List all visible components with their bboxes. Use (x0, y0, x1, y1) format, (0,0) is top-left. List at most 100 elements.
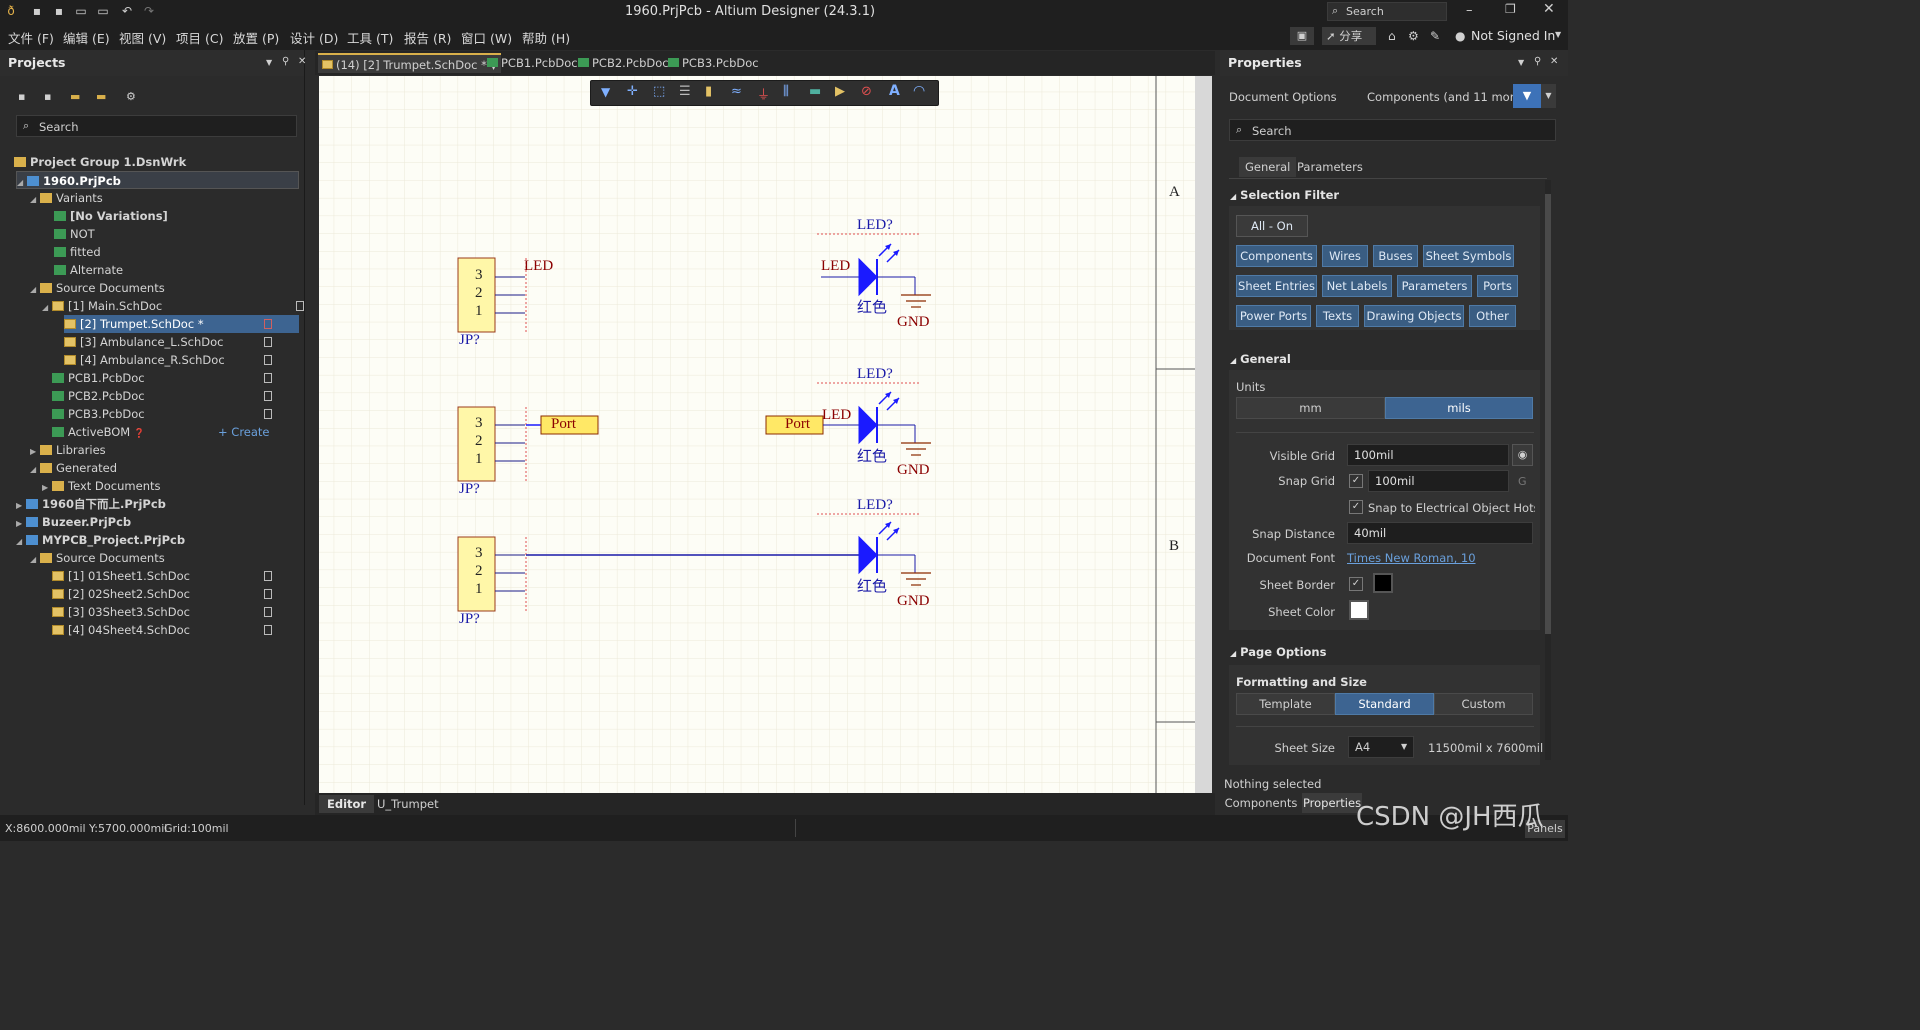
tab-editor[interactable]: Editor (319, 795, 375, 813)
account-label[interactable]: Not Signed In (1471, 28, 1556, 43)
designator[interactable]: JP? (459, 332, 480, 348)
filter-sheet-entries[interactable]: Sheet Entries (1236, 275, 1317, 297)
designator[interactable]: JP? (459, 481, 480, 497)
canvas-scrollbar[interactable] (1212, 76, 1218, 793)
tree-item[interactable]: ◢1960.PrjPcb (16, 171, 299, 189)
panel-menu-chevron-icon[interactable]: ▼ (266, 58, 273, 67)
save-project-icon[interactable]: ▪ (18, 90, 26, 103)
snap-electrical-checkbox[interactable]: ✓ (1349, 500, 1363, 514)
all-on-toggle[interactable]: All - On (1236, 215, 1308, 237)
project-options-icon[interactable]: ▪ (44, 90, 52, 103)
save-all-icon[interactable]: ▪ (54, 4, 64, 18)
undo-icon[interactable]: ↶ (121, 4, 133, 18)
tree-item[interactable]: ◢Generated (30, 459, 330, 477)
properties-close-icon[interactable]: ✕ (1550, 56, 1559, 67)
menu-reports[interactable]: 报告 (R) (404, 31, 452, 46)
menu-place[interactable]: 放置 (P) (233, 31, 280, 46)
selection-filter-heading[interactable]: ◢ Selection Filter (1230, 188, 1339, 202)
filter-sheet-symbols[interactable]: Sheet Symbols (1423, 245, 1514, 267)
gnd-label[interactable]: GND (897, 314, 930, 330)
filter-net-labels[interactable]: Net Labels (1322, 275, 1392, 297)
properties-pin-icon[interactable]: ⚲ (1534, 56, 1542, 67)
open-project-icon[interactable]: ▭ (97, 4, 109, 18)
tree-item[interactable]: [No Variations] (54, 207, 354, 225)
tab-properties-panel[interactable]: Properties (1302, 793, 1362, 813)
tools-icon[interactable]: ✎ (1430, 29, 1441, 43)
tree-item[interactable]: ◢Source Documents (30, 279, 330, 297)
unit-mm-button[interactable]: mm (1236, 397, 1385, 419)
tree-item[interactable]: ▶Libraries (30, 441, 330, 459)
maximize-button[interactable]: ❐ (1505, 2, 1516, 16)
account-chevron-down-icon[interactable]: ▼ (1555, 30, 1562, 39)
move-icon[interactable]: ✛ (627, 84, 638, 99)
sheet-border-color-swatch[interactable] (1373, 573, 1393, 593)
menu-view[interactable]: 视图 (V) (119, 31, 167, 46)
redo-icon[interactable]: ↷ (143, 4, 155, 18)
page-options-heading[interactable]: ◢ Page Options (1230, 645, 1326, 659)
tree-item[interactable]: [2] Trumpet.SchDoc * (64, 315, 299, 333)
menu-design[interactable]: 设计 (D) (290, 31, 339, 46)
open-project-folder-icon[interactable]: ▬ (70, 90, 81, 103)
sheet-size-select[interactable]: A4 ▼ (1348, 736, 1414, 758)
port-label[interactable]: Port (785, 416, 811, 432)
connector-jp-1[interactable] (457, 257, 527, 333)
port-label[interactable]: Port (551, 416, 577, 432)
help-icon[interactable]: ❓ (133, 429, 146, 439)
filter-other[interactable]: Other (1469, 305, 1516, 327)
menu-file[interactable]: 文件 (F) (8, 31, 54, 46)
net-label[interactable]: LED (822, 407, 852, 423)
selection-filter-button[interactable]: ▼ (1513, 84, 1541, 108)
tab-pcb3[interactable]: PCB3.PcbDoc (664, 53, 763, 73)
tree-item[interactable]: [3] 03Sheet3.SchDoc (52, 603, 352, 621)
tree-item[interactable]: ◢[1] Main.SchDoc (42, 297, 342, 315)
properties-menu-chevron-icon[interactable]: ▼ (1518, 58, 1525, 67)
tab-trumpet-schdoc[interactable]: (14) [2] Trumpet.SchDoc * ▼ (318, 53, 501, 73)
led-comment[interactable]: 红色 (857, 449, 888, 465)
pin-icon[interactable]: ⚲ (282, 56, 290, 67)
connector-jp-3[interactable] (457, 536, 859, 612)
tree-item[interactable]: NOT (54, 225, 354, 243)
home-icon[interactable]: ⌂ (1388, 29, 1396, 43)
tab-components-panel[interactable]: Components (1224, 796, 1298, 810)
filter-wires[interactable]: Wires (1322, 245, 1368, 267)
arc-icon[interactable]: ◠ (913, 83, 926, 99)
tree-item[interactable]: fitted (54, 243, 354, 261)
properties-scrollbar[interactable] (1545, 180, 1551, 760)
designator[interactable]: JP? (459, 611, 480, 627)
tree-item[interactable]: PCB3.PcbDoc (52, 405, 352, 423)
snap-distance-input[interactable]: 40mil (1347, 522, 1533, 544)
led-symbol-1[interactable] (817, 233, 931, 308)
led-comment[interactable]: 红色 (857, 579, 888, 595)
properties-search-input[interactable]: ⌕ Search (1229, 119, 1556, 141)
gnd-label[interactable]: GND (897, 462, 930, 478)
schematic-canvas[interactable]: A B 3 2 1 JP? LED 3 2 1 JP? Port 3 2 1 J… (319, 76, 1212, 793)
filter-drawing-objects[interactable]: Drawing Objects (1364, 305, 1464, 327)
menu-project[interactable]: 项目 (C) (176, 31, 224, 46)
panels-button[interactable]: Panels (1525, 820, 1565, 838)
eye-icon[interactable]: ◉ (1512, 444, 1533, 466)
tree-item[interactable]: Alternate (54, 261, 354, 279)
connector-jp-2[interactable] (457, 406, 599, 482)
tab-u-trumpet[interactable]: U_Trumpet (377, 797, 439, 811)
tab-pcb2[interactable]: PCB2.PcbDoc (574, 53, 673, 73)
filter-ports[interactable]: Ports (1477, 275, 1518, 297)
filter-dropdown-chevron-icon[interactable]: ▼ (1541, 84, 1556, 108)
menu-window[interactable]: 窗口 (W) (461, 31, 513, 46)
template-button[interactable]: Template (1236, 693, 1335, 715)
filter-components[interactable]: Components (1236, 245, 1317, 267)
place-wire-icon[interactable]: ≈ (731, 84, 742, 99)
place-part-icon[interactable]: ▮ (705, 84, 713, 99)
general-heading[interactable]: ◢ General (1230, 352, 1291, 366)
sheet-border-checkbox[interactable]: ✓ (1349, 577, 1363, 591)
gnd-label[interactable]: GND (897, 593, 930, 609)
create-activebom-link[interactable]: + Create (218, 425, 270, 439)
standard-button[interactable]: Standard (1335, 693, 1434, 715)
snap-grid-checkbox[interactable]: ✓ (1349, 474, 1363, 488)
tree-item[interactable]: ◢MYPCB_Project.PrjPcb (16, 531, 316, 549)
tree-item[interactable]: ◢Variants (30, 189, 330, 207)
tree-item[interactable]: Project Group 1.DsnWrk (14, 153, 314, 171)
filter-buses[interactable]: Buses (1373, 245, 1418, 267)
menu-edit[interactable]: 编辑 (E) (63, 31, 110, 46)
tree-item[interactable]: ▶Text Documents (42, 477, 342, 495)
tree-item[interactable]: [4] Ambulance_R.SchDoc (64, 351, 364, 369)
